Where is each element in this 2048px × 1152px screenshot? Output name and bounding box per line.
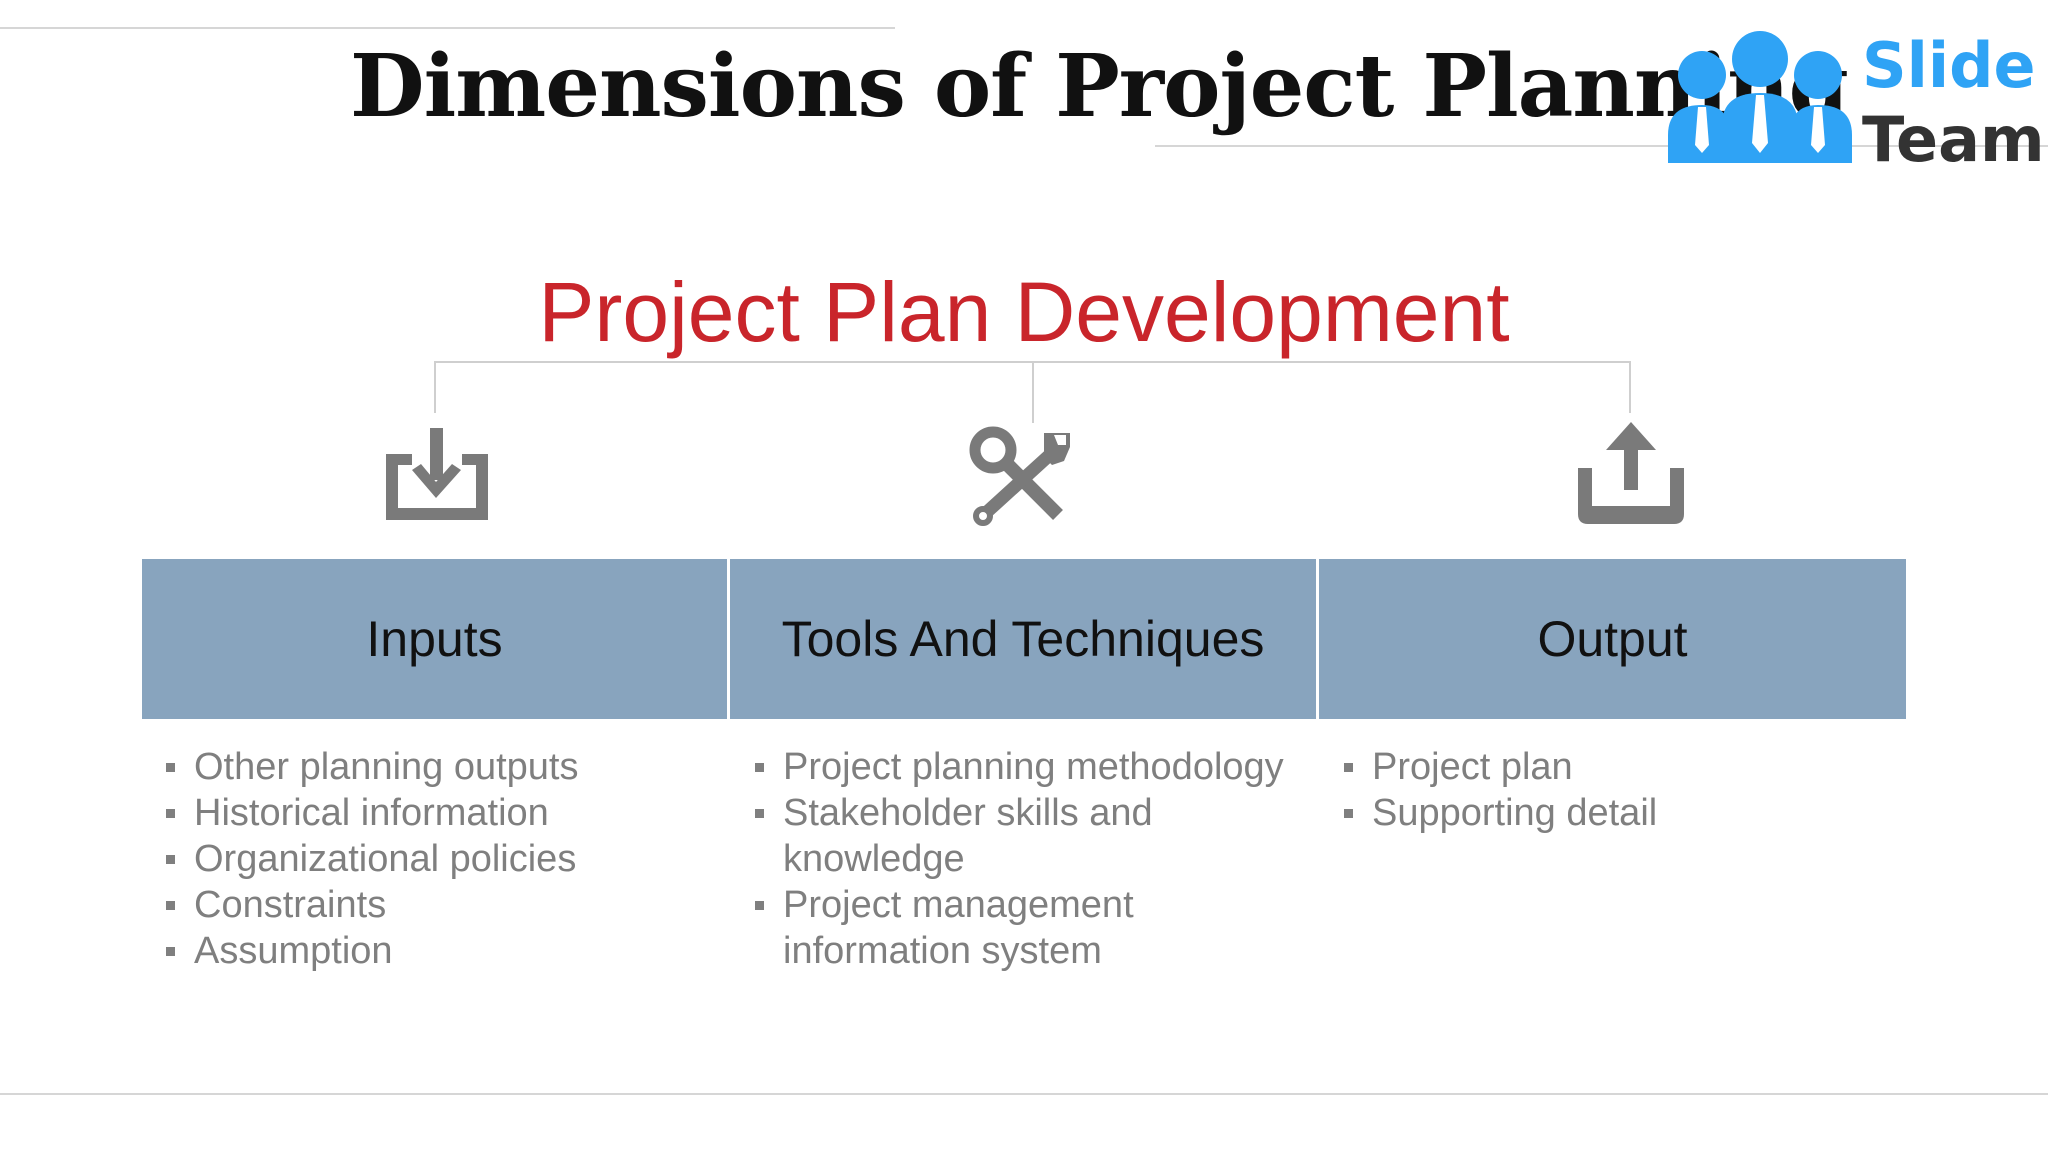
list-item: Project planning methodology	[755, 744, 1295, 790]
inputs-list: Other planning outputs Historical inform…	[166, 744, 726, 974]
list-item: Constraints	[166, 882, 726, 928]
list-item: Other planning outputs	[166, 744, 726, 790]
header-output: Output	[1319, 559, 1906, 719]
connector-inputs	[434, 361, 436, 413]
header-tools-and-techniques: Tools And Techniques	[730, 559, 1316, 719]
header-inputs: Inputs	[142, 559, 727, 719]
top-left-divider	[0, 27, 895, 29]
logo-text-slide: Slide	[1862, 29, 2036, 102]
list-item: Assumption	[166, 928, 726, 974]
connector-output	[1629, 361, 1631, 413]
bottom-divider	[0, 1093, 2048, 1095]
people-logo-icon	[1668, 31, 1852, 163]
download-tray-icon	[386, 428, 488, 520]
list-item: Stakeholder skills and knowledge	[755, 790, 1295, 882]
upload-tray-icon	[1578, 422, 1684, 524]
tools-list: Project planning methodology Stakeholder…	[755, 744, 1295, 974]
logo-text-team: Team	[1862, 103, 2045, 176]
slide-title: Dimensions of Project Planning	[350, 36, 1849, 137]
output-list: Project plan Supporting detail	[1344, 744, 1884, 836]
list-item: Project plan	[1344, 744, 1884, 790]
top-right-divider	[1155, 145, 2048, 147]
diagram-title: Project Plan Development	[538, 265, 1510, 359]
list-item: Supporting detail	[1344, 790, 1884, 836]
list-item: Project management information system	[755, 882, 1295, 974]
list-item: Historical information	[166, 790, 726, 836]
slideteam-logo: Slide Team	[1660, 25, 2048, 195]
list-item: Organizational policies	[166, 836, 726, 882]
wrench-screwdriver-icon	[969, 426, 1070, 526]
connector-tools	[1032, 361, 1034, 423]
